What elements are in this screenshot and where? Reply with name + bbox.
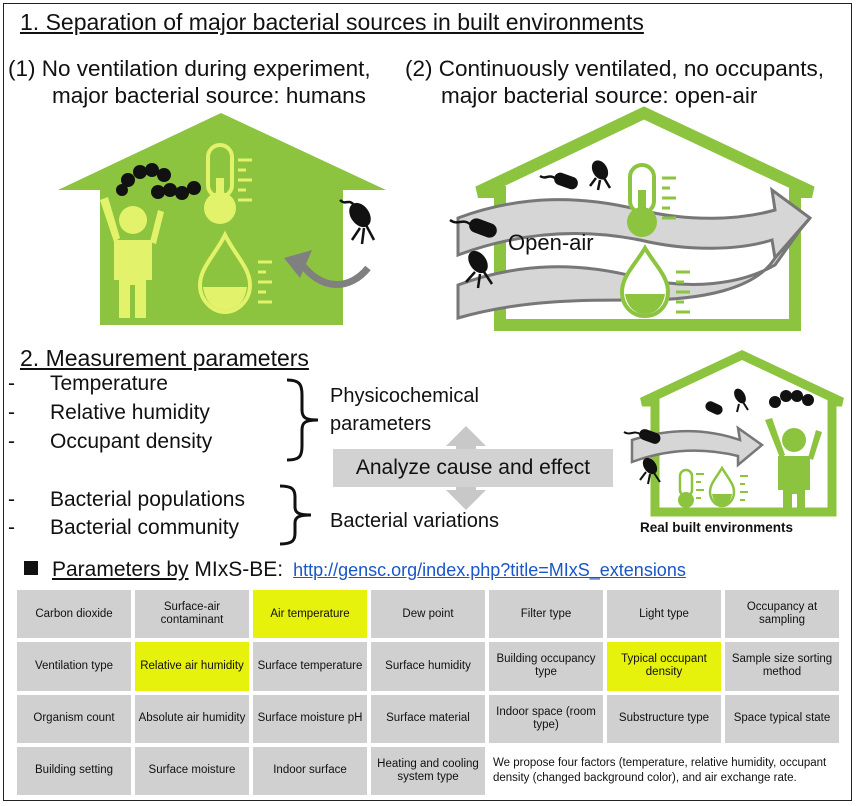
case1-line1: (1) No ventilation during experiment, — [8, 56, 371, 81]
parameter-cell: Organism count — [17, 694, 131, 743]
thermometer-icon — [204, 143, 252, 224]
parameter-cell: Indoor surface — [253, 746, 367, 795]
bacterial-variations-label: Bacterial variations — [330, 510, 499, 532]
person-icon-3 — [765, 418, 822, 510]
humidity-droplet-icon-2 — [619, 244, 690, 319]
thermometer-icon-3 — [678, 468, 704, 508]
parameter-cell: Sample size sorting method — [725, 642, 839, 691]
param-temperature: -Temperature — [8, 372, 168, 395]
parameter-cell: Filter type — [489, 590, 603, 639]
house-ventilated-illustration — [449, 106, 815, 331]
param-bacterial-populations: -Bacterial populations — [8, 488, 245, 511]
param-relative-humidity: -Relative humidity — [8, 401, 210, 424]
parameter-cell: Surface moisture — [135, 746, 249, 795]
parameter-cell: Substructure type — [607, 694, 721, 743]
section2-title: 2. Measurement parameters — [20, 345, 309, 371]
param-bacterial-community: -Bacterial community — [8, 516, 240, 539]
bullet-square-icon — [24, 561, 38, 575]
thermometer-icon-2 — [627, 163, 676, 237]
parameter-cell: Building occupancy type — [489, 642, 603, 691]
parameter-cell: Space typical state — [725, 694, 839, 743]
parameter-cell: Surface temperature — [253, 642, 367, 691]
parameter-cell: Light type — [607, 590, 721, 639]
parameter-cell: Heating and cooling system type — [371, 746, 485, 795]
case2-line2: major bacterial source: open-air — [441, 83, 758, 108]
parameter-cell: Occupancy at sampling — [725, 590, 839, 639]
real-built-environments-label: Real built environments — [640, 520, 794, 535]
humidity-droplet-icon — [197, 230, 272, 315]
analyze-cause-effect-box: Analyze cause and effect — [333, 449, 613, 487]
bacteria-chain-icon — [116, 163, 201, 200]
parameter-cell: Carbon dioxide — [17, 590, 131, 639]
person-icon — [100, 197, 164, 318]
mixs-link[interactable]: http://gensc.org/index.php?title=MIxS_ex… — [293, 560, 686, 580]
parameter-cell: Typical occupant density — [607, 642, 721, 691]
parameter-cell: Relative air humidity — [135, 642, 249, 691]
house-humans-illustration — [58, 113, 386, 325]
bacteria-icons-3 — [623, 388, 749, 485]
parameter-cell: Dew point — [371, 590, 485, 639]
open-air-label: Open-air — [508, 230, 594, 255]
parameter-cell: Surface-air contaminant — [135, 590, 249, 639]
proposal-note: We propose four factors (temperature, re… — [493, 756, 827, 784]
parameter-cell: Surface humidity — [371, 642, 485, 691]
bacterium-outside-icon — [339, 199, 376, 245]
section1-title: 1. Separation of major bacterial sources… — [20, 9, 644, 35]
double-arrow-icon — [446, 426, 486, 510]
parameter-cell: Building setting — [17, 746, 131, 795]
param-occupant-density: -Occupant density — [8, 430, 213, 453]
parameter-cell: Ventilation type — [17, 642, 131, 691]
house-real-illustration — [623, 350, 844, 517]
figure-frame — [3, 3, 852, 801]
parameter-cell: Surface moisture pH — [253, 694, 367, 743]
case2-line1: (2) Continuously ventilated, no occupant… — [405, 56, 824, 81]
parameter-cell: Surface material — [371, 694, 485, 743]
humidity-droplet-icon-3 — [708, 465, 748, 508]
mixs-heading: Parameters by MIxS-BE:http://gensc.org/i… — [24, 558, 686, 582]
parameter-cell: Air temperature — [253, 590, 367, 639]
parameter-cell: Absolute air humidity — [135, 694, 249, 743]
parameter-cell: Indoor space (room type) — [489, 694, 603, 743]
braces — [279, 378, 319, 546]
bacteria-chain-icon-3 — [769, 390, 814, 408]
physico-label-line1: Physicochemical — [330, 385, 479, 407]
case1-line2: major bacterial source: humans — [52, 83, 366, 108]
bacteria-icons-2 — [449, 160, 612, 289]
physico-label-line2: parameters — [330, 413, 432, 435]
